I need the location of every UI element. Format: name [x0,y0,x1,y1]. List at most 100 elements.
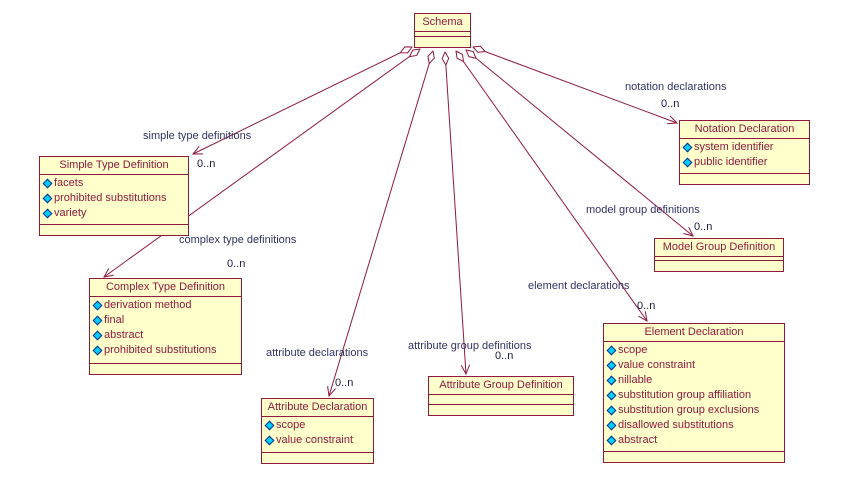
class-title-element-declaration: Element Declaration [644,326,744,338]
association-label-complex: complex type definitions [179,234,297,246]
class-attribute: abstract [606,433,782,448]
class-attribute-label: public identifier [694,156,768,168]
class-attribute: prohibited substitutions [92,343,239,358]
multiplicity-label-complex: 0..n [227,258,246,270]
attributes-compartment: scope value constraint [262,416,373,452]
class-title-complex-type-definition: Complex Type Definition [105,281,226,293]
class-attribute-label: abstract [104,329,144,341]
attributes-compartment [429,394,573,404]
attributes-compartment: scope value constraint nillable substitutio… [604,341,784,451]
class-box-element-declaration[interactable]: Element Declaration scope value constraint… [603,323,785,463]
class-attribute-label: prohibited substitutions [54,192,167,204]
attribute-gem-icon [606,375,617,386]
class-box-notation-declaration[interactable]: Notation Declaration system identifier pub… [679,120,810,185]
attribute-gem-icon [42,193,53,204]
association-attribute-group [445,52,466,374]
class-attribute-label: derivation method [104,299,192,311]
class-attribute: nillable [606,373,782,388]
class-attribute-label: value constraint [276,434,354,446]
attribute-gem-icon [264,420,275,431]
attribute-gem-icon [606,405,617,416]
class-attribute-label: value constraint [618,359,696,371]
operations-compartment [604,451,784,462]
class-attribute-label: prohibited substitutions [104,344,217,356]
class-title-model-group-definition: Model Group Definition [662,241,776,253]
multiplicity-label-attribute-group: 0..n [495,350,514,362]
class-attribute-label: system identifier [694,141,774,153]
operations-compartment [655,260,783,271]
class-attribute: derivation method [92,298,239,313]
class-title-attribute-declaration: Attribute Declaration [267,401,368,413]
class-title-schema: Schema [422,16,463,28]
class-box-attribute-group-definition[interactable]: Attribute Group Definition [428,376,574,416]
multiplicity-label-model-group: 0..n [694,221,713,233]
class-box-attribute-declaration[interactable]: Attribute Declaration scope value constrai… [261,398,374,464]
class-attribute: value constraint [264,433,371,448]
multiplicity-label-element: 0..n [637,300,656,312]
class-title-notation-declaration: Notation Declaration [694,123,795,135]
operations-compartment [90,363,241,374]
operations-compartment [429,404,573,415]
class-attribute-label: nillable [618,374,653,386]
attribute-gem-icon [606,420,617,431]
class-attribute: facets [42,176,186,191]
association-label-element: element declarations [528,280,630,292]
attribute-gem-icon [92,330,103,341]
class-attribute-label: facets [54,177,84,189]
class-attribute: variety [42,206,186,221]
class-attribute: value constraint [606,358,782,373]
class-attribute-label: substitution group exclusions [618,404,760,416]
attributes-compartment: facets prohibited substitutions variety [40,174,188,224]
association-label-model-group: model group definitions [586,204,700,216]
attribute-gem-icon [92,300,103,311]
class-attribute: final [92,313,239,328]
attributes-compartment [655,256,783,260]
class-attribute: disallowed substitutions [606,418,782,433]
association-label-simple: simple type definitions [143,130,252,142]
attributes-compartment: system identifier public identifier [680,138,809,173]
attribute-gem-icon [606,345,617,356]
multiplicity-label-notation: 0..n [661,98,680,110]
operations-compartment [680,173,809,184]
attribute-gem-icon [264,435,275,446]
class-box-simple-type-definition[interactable]: Simple Type Definition facets prohibited s… [39,156,189,236]
multiplicity-label-simple: 0..n [197,158,216,170]
operations-compartment [40,224,188,235]
class-attribute-label: disallowed substitutions [618,419,734,431]
class-attribute-label: scope [618,344,648,356]
class-attribute-label: scope [276,419,306,431]
class-title-attribute-group-definition: Attribute Group Definition [439,379,563,391]
class-attribute: abstract [92,328,239,343]
operations-compartment [415,36,470,47]
class-attribute: system identifier [682,140,807,155]
attribute-gem-icon [606,435,617,446]
class-attribute: scope [264,418,371,433]
class-attribute-label: abstract [618,434,658,446]
attributes-compartment: derivation method final abstract prohibited… [90,296,241,363]
class-attribute-label: substitution group affiliation [618,389,752,401]
attribute-gem-icon [682,157,693,168]
class-attribute-label: final [104,314,125,326]
attribute-gem-icon [92,315,103,326]
multiplicity-label-attribute: 0..n [335,377,354,389]
class-box-complex-type-definition[interactable]: Complex Type Definition derivation method… [89,278,242,375]
class-attribute: substitution group exclusions [606,403,782,418]
class-attribute-label: variety [54,207,87,219]
attribute-gem-icon [92,345,103,356]
association-label-notation: notation declarations [625,81,727,93]
attribute-gem-icon [42,178,53,189]
attributes-compartment [415,31,470,36]
operations-compartment [262,452,373,463]
class-box-model-group-definition[interactable]: Model Group Definition [654,238,784,272]
class-title-simple-type-definition: Simple Type Definition [59,159,169,171]
attribute-gem-icon [42,208,53,219]
class-attribute: substitution group affiliation [606,388,782,403]
class-attribute: prohibited substitutions [42,191,186,206]
class-box-schema[interactable]: Schema [414,13,471,48]
attribute-gem-icon [682,142,693,153]
attribute-gem-icon [606,360,617,371]
association-label-attribute-group: attribute group definitions [408,340,532,352]
attribute-gem-icon [606,390,617,401]
association-label-attribute: attribute declarations [266,347,369,359]
